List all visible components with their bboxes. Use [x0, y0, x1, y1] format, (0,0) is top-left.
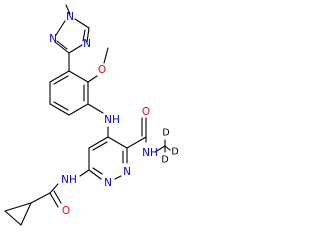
- atom-o-carboxamide: O: [142, 106, 150, 118]
- bond-triazole-c5-n4-dbl: [82, 29, 86, 42]
- bond-cd3-d-right: [164, 145, 171, 151]
- chemical-structure: N N N O NH O NH D D D N N NH O: [4, 4, 179, 226]
- bond-pyr-1-6-dbl: [92, 167, 103, 175]
- bond-cp-3-1: [4, 202, 32, 212]
- bond-nh2-co: [49, 183, 59, 194]
- bond-pyr-5-4: [88, 136, 109, 149]
- bond-pyr-4-3: [107, 136, 128, 149]
- bond-triazole-n4-c3: [68, 44, 83, 54]
- bond-triazole-c5-n4: [86, 27, 90, 43]
- bond-co-o-dbl: [53, 190, 62, 204]
- bond-ph-3-4: [68, 103, 89, 116]
- atom-n-triazole-right: N: [83, 38, 91, 50]
- bond-cp-1-2: [20, 202, 32, 226]
- bond-triazole-c3-n2-dbl: [56, 40, 68, 50]
- bond-ph-1-2: [68, 70, 89, 83]
- atom-o-methoxy: O: [98, 64, 106, 76]
- atom-d-top: D: [162, 128, 169, 139]
- atom-d-bottom: D: [161, 155, 168, 166]
- atom-n-pyridazine-right: N: [123, 166, 131, 178]
- atom-nh-carboxamide: NH: [142, 147, 158, 159]
- bond-triazole-n2-n1: [55, 20, 66, 36]
- bond-co-cyclopropyl: [30, 192, 51, 204]
- bond-pyr-1-6: [88, 169, 102, 180]
- bond-ph-4-5-dbl: [53, 101, 69, 111]
- bond-triazole-c3-n2: [54, 41, 70, 54]
- atom-nh-cyclopropylamide: NH: [61, 174, 77, 186]
- bond-triazole-n1-c5: [74, 18, 90, 29]
- bonds: [4, 4, 171, 226]
- bond-pyr-nh2: [79, 169, 90, 177]
- bond-pyr-5-4-dbl: [92, 141, 108, 151]
- atom-d-right: D: [171, 147, 178, 158]
- atom-labels: N N N O NH O NH D D D N N NH O: [49, 11, 179, 217]
- bond-o-me: [103, 47, 109, 64]
- bond-co-o: [49, 192, 59, 208]
- bond-amide-n-cd3: [154, 145, 166, 153]
- atom-n-triazole-methyl: N: [66, 11, 74, 23]
- bond-cp-2-3: [4, 210, 22, 226]
- atom-n-triazole-left: N: [49, 33, 57, 45]
- bond-ph-4-5: [49, 103, 70, 116]
- bond-ph-6-1: [49, 70, 70, 83]
- atom-nh-aniline: NH: [104, 114, 120, 126]
- atom-o-cyclopropylamide: O: [62, 205, 70, 217]
- bond-pyr-2-1: [114, 175, 122, 180]
- bond-pyr-camide: [126, 136, 147, 149]
- atom-n-pyridazine-left: N: [104, 177, 112, 189]
- bond-methyl-n: [65, 4, 71, 15]
- bond-ph-nh: [87, 103, 104, 114]
- bond-ph-6-1-dbl: [53, 75, 69, 85]
- bond-ph-o: [87, 75, 98, 83]
